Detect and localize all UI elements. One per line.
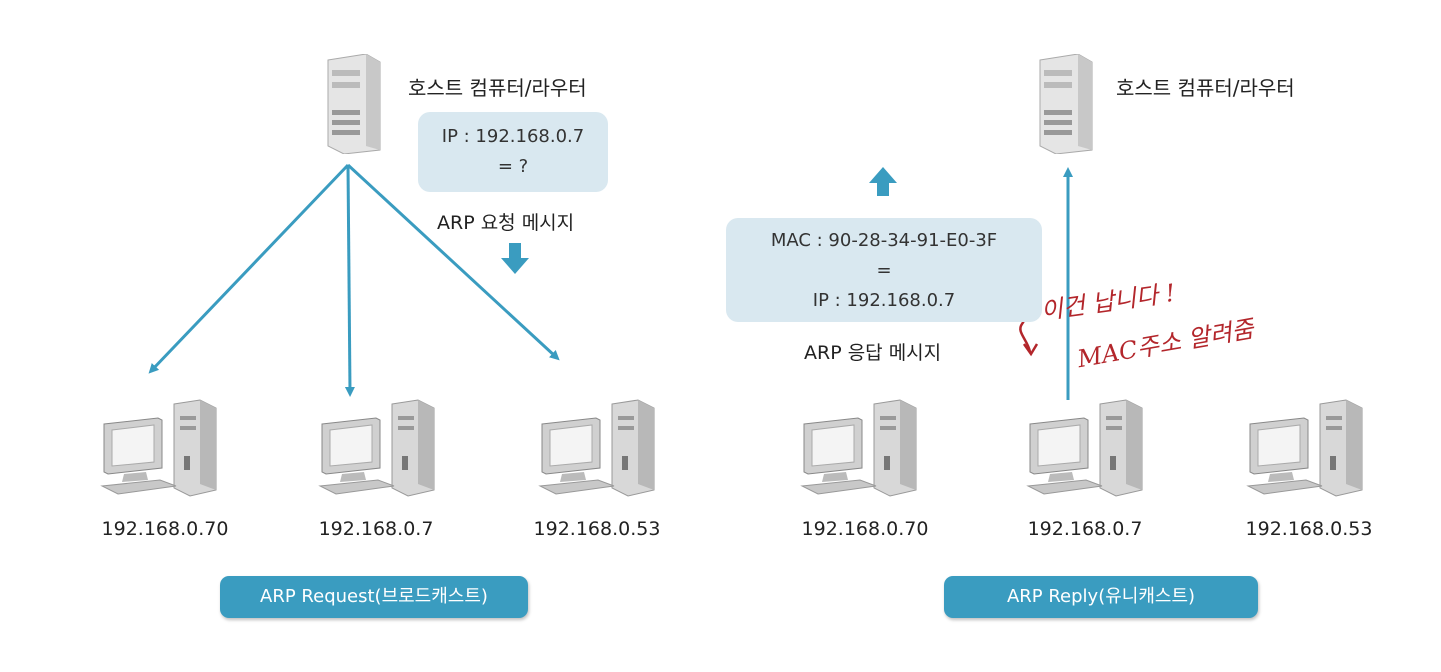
arp-request-caption: ARP 요청 메시지	[437, 212, 575, 234]
up-arrow-icon	[869, 167, 897, 196]
arrow-to-client-2	[344, 164, 355, 397]
host-label-left: 호스트 컴퓨터/라우터	[408, 76, 587, 100]
client-ip-label: 192.168.0.53	[1245, 518, 1373, 540]
request-question-line: = ?	[497, 156, 529, 177]
request-ip-line: IP : 192.168.0.7	[441, 126, 585, 147]
computer-icon	[1246, 398, 1366, 502]
arp-request-pill: ARP Request(브로드캐스트)	[220, 576, 528, 618]
server-icon	[1034, 53, 1094, 158]
client-ip-label: 192.168.0.53	[533, 518, 661, 540]
reply-equals-line: =	[876, 260, 892, 281]
computer-icon	[800, 398, 920, 502]
reply-ip-line: IP : 192.168.0.7	[812, 290, 956, 311]
computer-icon	[1026, 398, 1146, 502]
computer-icon	[318, 398, 438, 502]
arrow-to-client-1	[148, 163, 350, 374]
reply-mac-line: MAC : 90-28-34-91-E0-3F	[770, 230, 998, 251]
client-ip-label: 192.168.0.7	[318, 518, 434, 540]
arrow-to-client-3	[346, 163, 560, 361]
arp-request-box: IP : 192.168.0.7 = ?	[418, 112, 608, 192]
arp-reply-caption: ARP 응답 메시지	[804, 342, 942, 364]
server-icon	[322, 53, 382, 158]
arp-reply-pill: ARP Reply(유니캐스트)	[944, 576, 1258, 618]
computer-icon	[538, 398, 658, 502]
arp-reply-box: MAC : 90-28-34-91-E0-3F = IP : 192.168.0…	[726, 218, 1042, 322]
down-arrow-icon	[501, 243, 529, 274]
client-ip-label: 192.168.0.70	[801, 518, 929, 540]
client-ip-label: 192.168.0.7	[1027, 518, 1143, 540]
client-ip-label: 192.168.0.70	[101, 518, 229, 540]
host-label-right: 호스트 컴퓨터/라우터	[1116, 76, 1295, 100]
computer-icon	[100, 398, 220, 502]
